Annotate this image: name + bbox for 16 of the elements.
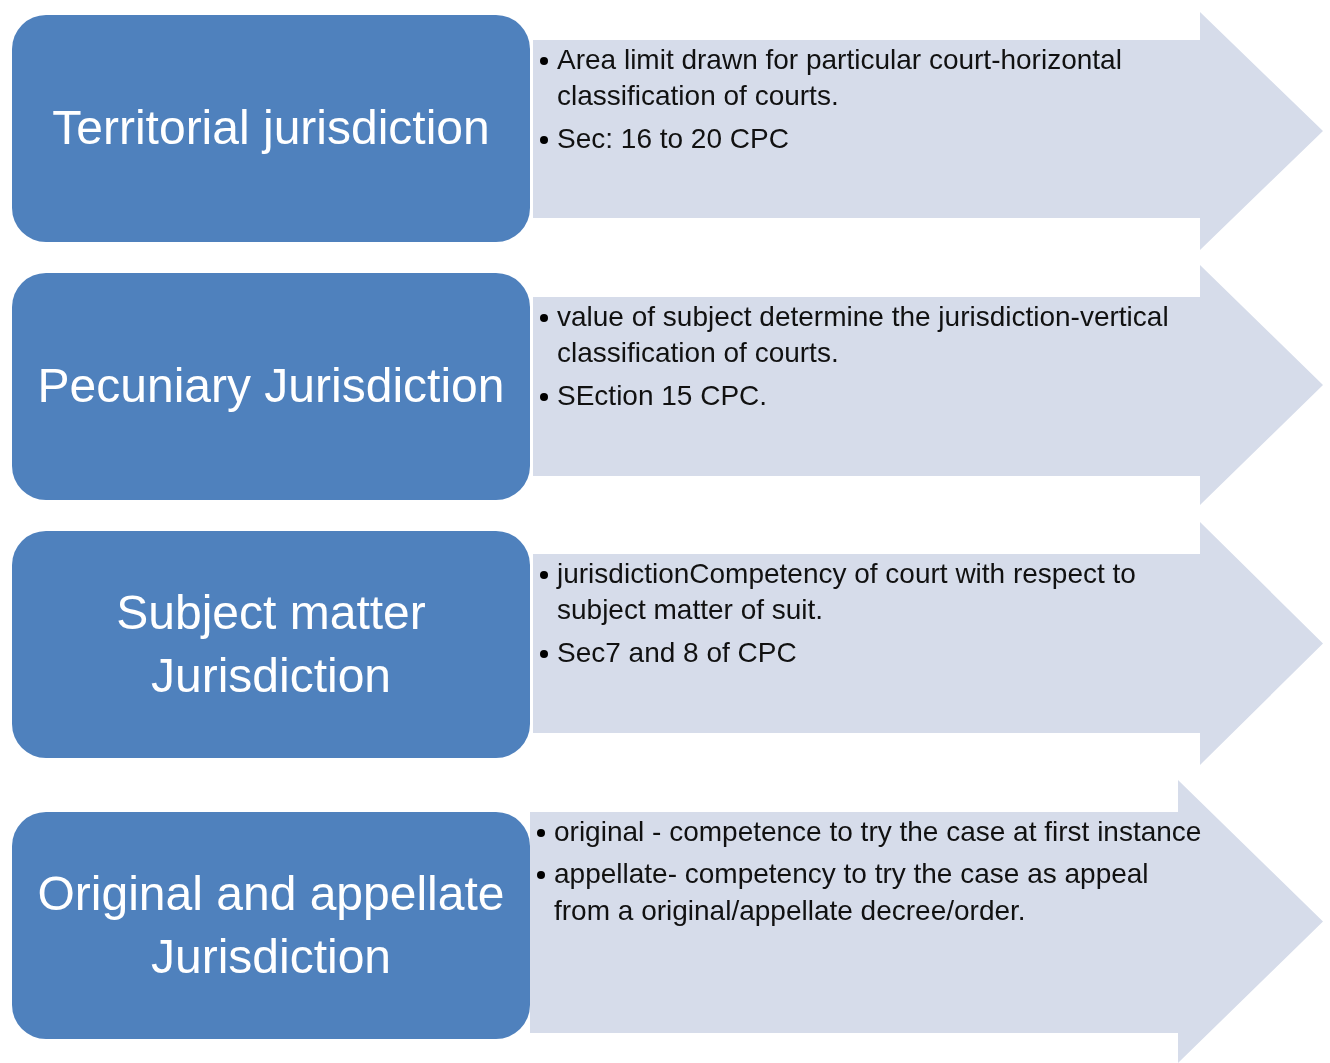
- category-box: [12, 812, 530, 1039]
- category-title: Territorial jurisdiction: [51, 100, 491, 157]
- bullet-text: value of subject determine the jurisdiction-vertical classification of courts.: [557, 300, 1170, 371]
- category-title: Original and appellate Jurisdiction: [36, 866, 506, 985]
- bullet-text: original - competence to try the case at first instance: [554, 815, 1202, 849]
- category-box: [12, 273, 530, 500]
- category-box: [12, 531, 530, 758]
- category-title: Pecuniary Jurisdiction: [36, 358, 506, 415]
- bullet-text: appellate- competency to try the case as appeal from a original/appellate decree/order.: [554, 857, 1150, 928]
- bullet-text: Area limit drawn for particular court-horizontal classification of courts.: [557, 43, 1123, 114]
- bullet-text: SEction 15 CPC.: [557, 378, 768, 413]
- category-title: Subject matter Jurisdiction: [115, 585, 427, 704]
- bullet-text: Sec: 16 to 20 CPC: [557, 121, 789, 156]
- bullet-text: jurisdictionCompetency of court with respect to subject matter of suit.: [557, 557, 1137, 628]
- category-box: [12, 15, 530, 242]
- bullet-text: Sec7 and 8 of CPC: [557, 635, 797, 670]
